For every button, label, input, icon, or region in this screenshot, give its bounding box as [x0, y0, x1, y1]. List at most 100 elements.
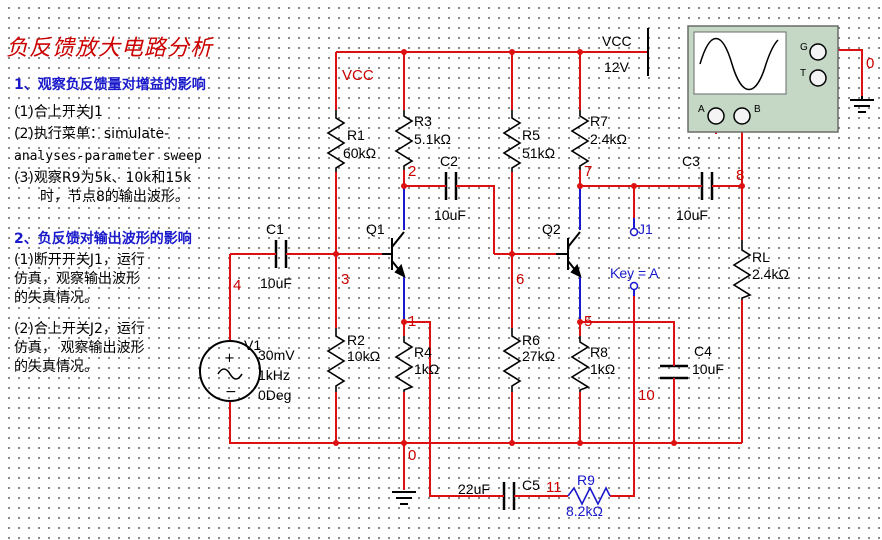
junction — [401, 440, 407, 446]
r9-symbol[interactable] — [567, 486, 611, 506]
q2-name: Q2 — [542, 221, 561, 237]
node-6: 6 — [516, 271, 524, 288]
r7-name: R7 — [590, 113, 608, 129]
svg-text:+: + — [224, 351, 235, 366]
scope-b-terminal[interactable] — [733, 107, 751, 125]
r3-value: 5.1kΩ — [414, 131, 451, 147]
junction — [333, 440, 339, 446]
vcc-label: VCC — [602, 33, 632, 49]
v1-phase: 0Deg — [258, 387, 291, 403]
section2-step1c: 的失真情况。 — [14, 290, 98, 306]
ground-bus — [229, 402, 742, 444]
r3-name: R3 — [414, 113, 432, 129]
section2-step1b: 仿真，观察输出波形 — [14, 271, 140, 287]
r5-name: R5 — [522, 127, 540, 143]
section1-heading: 1、观察负反馈量对增益的影响 — [14, 77, 206, 93]
scope-a-terminal[interactable] — [707, 107, 725, 125]
section1-step3b: 时，节点8的输出波形。 — [40, 189, 189, 205]
scope-ground-node: 0 — [866, 55, 874, 72]
section1-step3a: (3)观察R9为5k、10k和15k — [14, 170, 192, 186]
c4-name: C4 — [694, 343, 712, 359]
j1-key: Key = A — [610, 265, 659, 281]
node-8: 8 — [736, 167, 744, 184]
scope-a-label: A — [698, 104, 705, 115]
v1-source[interactable]: + − — [199, 340, 261, 402]
r8-symbol[interactable] — [570, 336, 590, 392]
vcc-supply[interactable]: VCC 12V — [602, 28, 649, 76]
page-title: 负反馈放大电路分析 — [6, 36, 214, 61]
c2-value: 10uF — [434, 207, 466, 223]
node-2: 2 — [408, 163, 416, 180]
junction — [401, 183, 407, 189]
rl-value: 2.4kΩ — [752, 266, 789, 282]
r4-name: R4 — [414, 344, 432, 360]
vcc-net-label: VCC — [342, 67, 374, 84]
c3-value: 10uF — [676, 207, 708, 223]
r7-symbol[interactable] — [570, 110, 590, 170]
q1-symbol[interactable] — [382, 231, 406, 278]
node-3: 3 — [341, 271, 349, 288]
wire-feedback-left — [404, 321, 500, 497]
junction — [509, 440, 515, 446]
node-1: 1 — [408, 313, 416, 330]
scope-waveform — [699, 37, 779, 91]
wires — [229, 49, 863, 497]
rl-symbol[interactable] — [732, 240, 752, 300]
r1-name: R1 — [347, 127, 365, 143]
r7-value: 2.4kΩ — [590, 131, 627, 147]
node-11: 11 — [546, 479, 562, 496]
r4-symbol[interactable] — [394, 336, 414, 392]
junction — [333, 251, 339, 257]
scope-t-terminal[interactable] — [809, 69, 827, 87]
r3-symbol[interactable] — [394, 110, 414, 170]
scope-ground-symbol — [850, 96, 874, 113]
ground-symbol — [392, 491, 416, 505]
v1-name: V1 — [244, 337, 261, 353]
r8-value: 1kΩ — [590, 361, 615, 377]
transistor-leads — [403, 186, 581, 322]
junction — [739, 183, 745, 189]
j1-switch[interactable] — [629, 218, 639, 296]
scope-g-terminal[interactable] — [809, 43, 827, 61]
r2-value: 10kΩ — [347, 348, 380, 364]
node-7: 7 — [584, 163, 592, 180]
r5-value: 51kΩ — [522, 145, 555, 161]
c2-name: C2 — [440, 153, 458, 169]
section2-step2c: 的失真情况。 — [14, 359, 98, 375]
section2-step1a: (1)断开开关J1，运行 — [14, 252, 145, 268]
section2-step2b: 仿真， 观察输出波形 — [14, 340, 145, 356]
capacitor-leads — [266, 185, 718, 497]
svg-text:−: − — [225, 384, 237, 400]
junction — [577, 49, 583, 55]
wire-c2-right — [462, 185, 495, 254]
r9-name: R9 — [577, 472, 595, 488]
c1-name: C1 — [266, 221, 284, 237]
c5-name: C5 — [522, 477, 540, 493]
r6-name: R6 — [522, 332, 540, 348]
r1-value: 60kΩ — [343, 145, 376, 161]
junction — [401, 319, 407, 325]
node-4: 4 — [233, 277, 241, 294]
c4-value: 10uF — [692, 361, 724, 377]
resistor-shapes — [326, 110, 752, 392]
r2-name: R2 — [347, 332, 365, 348]
junctions — [333, 49, 745, 446]
junction — [631, 183, 637, 189]
section2-heading: 2、负反馈对输出波形的影响 — [14, 231, 192, 247]
r5-symbol[interactable] — [502, 110, 522, 172]
q2-symbol[interactable] — [556, 231, 582, 278]
vcc-voltage: 12V — [604, 59, 630, 75]
r2-symbol[interactable] — [326, 328, 346, 392]
wire-c3-right — [718, 185, 743, 240]
r1-symbol[interactable] — [326, 110, 346, 172]
r8-name: R8 — [590, 344, 608, 360]
node-10: 10 — [638, 387, 655, 404]
scope-b-label: B — [754, 104, 761, 115]
junction — [671, 440, 677, 446]
wire-node10 — [610, 322, 635, 497]
oscilloscope[interactable]: G T A B — [687, 25, 839, 133]
r6-symbol[interactable] — [502, 328, 522, 392]
section1-step2a: (2)执行菜单：simulate- — [14, 126, 170, 142]
q1-name: Q1 — [366, 221, 385, 237]
